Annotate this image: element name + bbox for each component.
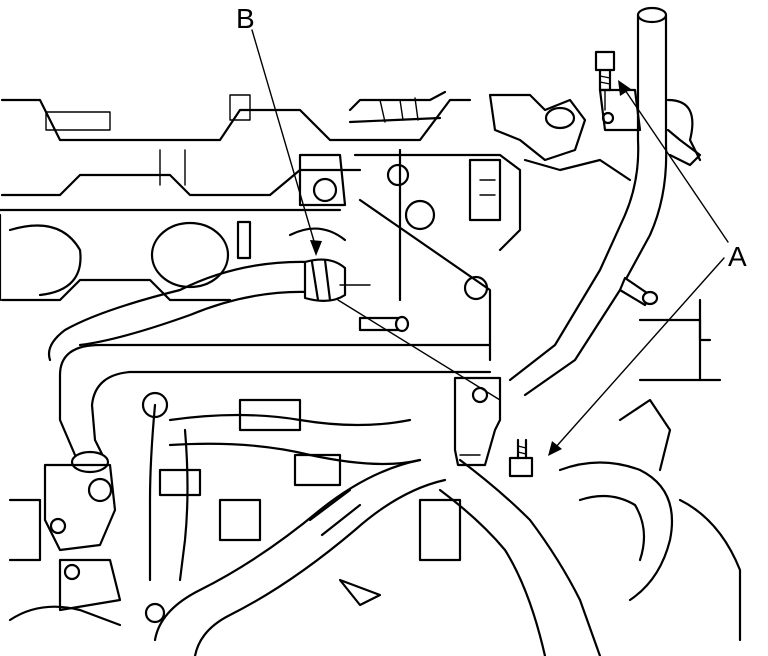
- outlet-housing: [488, 88, 642, 182]
- callout-label-b: B: [236, 3, 255, 34]
- fuel-rail: [348, 90, 447, 124]
- arrowhead-a-upper: [618, 80, 631, 96]
- pipe-stub: [358, 276, 659, 333]
- leader-line-a-lower: [554, 257, 725, 449]
- cylinder-bores: [8, 220, 347, 297]
- leader-line-b: [251, 29, 317, 249]
- right-components: [558, 298, 742, 642]
- arrowhead-b: [310, 240, 322, 256]
- pipe-bracket: [453, 376, 502, 467]
- housing-block: [298, 148, 522, 362]
- arrowhead-a-lower: [548, 441, 562, 456]
- wire-harness: [141, 391, 422, 582]
- callout-label-a: A: [728, 241, 747, 272]
- ref-line: [337, 299, 501, 401]
- lower-left-block: [8, 463, 462, 627]
- bolt-a-lower: [508, 438, 534, 478]
- coolant-pipe-lower: [58, 343, 492, 474]
- leader-lines: [251, 29, 729, 456]
- lower-hose: [153, 458, 602, 656]
- heater-hose: [47, 258, 371, 362]
- leader-line-a-upper: [624, 89, 729, 243]
- bolt-a-upper: [594, 50, 616, 111]
